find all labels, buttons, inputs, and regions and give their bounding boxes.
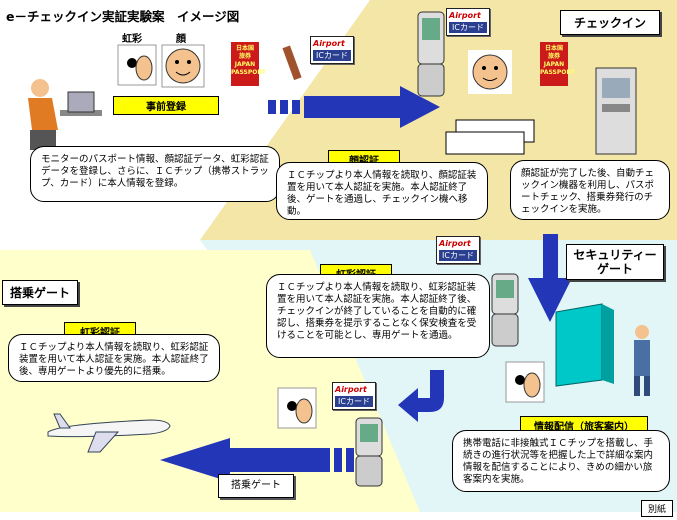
boarding-iris-bubble: ＩＣチップより本人情報を読取り、虹彩認証装置を用いて本人認証を実施。本人認証終了… <box>8 334 220 382</box>
iris-icon-boarding <box>277 387 317 429</box>
ic-card-icon-top: Airport ICカード <box>310 36 354 64</box>
airplane-illustration <box>47 413 171 453</box>
ic-card-label-2: ICカード <box>449 22 487 33</box>
flow-arrow-1 <box>268 86 440 128</box>
info-delivery-bubble: 携帯電話に非接触式ＩＣチップを搭載し、手続きの進行状況等を把握した上で詳細な案内… <box>452 430 670 492</box>
passport-japan: JAPAN <box>234 61 256 68</box>
person-at-desk-illustration <box>28 79 102 150</box>
checkin-kiosk-illustration <box>595 67 637 155</box>
passport-icon: 日本国 旅券 JAPAN PASSPORT <box>231 42 266 86</box>
flow-arrow-2 <box>528 234 572 322</box>
attachment-tag: 別紙 <box>640 500 673 517</box>
passport-country: 日本国 <box>235 45 254 52</box>
security-gate-illustration <box>555 303 614 387</box>
face-gate-illustration <box>445 119 535 155</box>
ic-card-icon-boarding: Airport ICカード <box>332 382 376 410</box>
ic-card-brand-2: Airport <box>449 11 481 20</box>
passport-title: 旅券 <box>238 53 251 60</box>
ic-card-brand-3: Airport <box>439 239 471 248</box>
security-guard-illustration <box>634 325 650 396</box>
face-icon <box>161 44 205 88</box>
face-auth-bubble: ＩＣチップより本人情報を読取り、顔認証装置を用いて本人認証を実施。本人認証終了後… <box>276 162 488 220</box>
ic-card-label-3: ICカード <box>439 250 477 261</box>
boarding-gate-box: 搭乗ゲート <box>218 474 294 498</box>
page-title: e－チェックイン実証実験案 イメージ図 <box>6 9 240 24</box>
strap-icon <box>282 45 302 81</box>
face-label: 顔 <box>176 34 186 45</box>
passport-icon-checkin: 日本国 旅券 JAPAN PASSPORT <box>540 42 575 86</box>
ic-card-label: ICカード <box>313 50 351 61</box>
ic-card-brand-4: Airport <box>335 385 367 394</box>
flow-arrow-4 <box>160 438 354 482</box>
passport-japan-checkin: JAPAN <box>543 61 565 68</box>
checkin-zone-label: チェックイン <box>560 10 660 35</box>
kiosk-bubble: 顔認証が完了した後、自動チェックイン機器を利用し、パスポートチェック、搭乗券発行… <box>510 160 670 220</box>
passport-title-checkin: 旅券 <box>547 53 560 60</box>
registration-bubble: モニターのパスポート情報、顔認証データ、虹彩認証データを登録し、さらに、ＩＣチッ… <box>30 146 280 202</box>
iris-icon-security <box>505 361 545 403</box>
ic-card-brand: Airport <box>313 39 345 48</box>
phone-icon-security <box>491 273 519 347</box>
boarding-zone-label: 搭乗ゲート <box>2 280 78 305</box>
ic-card-icon-phone: Airport ICカード <box>446 8 490 36</box>
phone-icon-boarding <box>355 417 383 487</box>
passport-word-checkin: PASSPORT <box>540 69 575 76</box>
pre-registration-button[interactable]: 事前登録 <box>113 96 219 115</box>
face-icon-checkin <box>468 50 512 94</box>
security-iris-bubble: ＩＣチップより本人情報を読取り、虹彩認証装置を用いて本人認証を実施。本人認証終了… <box>266 274 490 358</box>
flow-arrow-3 <box>398 370 444 422</box>
passport-word: PASSPORT <box>231 69 266 76</box>
ic-card-icon-security: Airport ICカード <box>436 236 480 264</box>
phone-icon-top <box>417 11 445 97</box>
iris-icon <box>117 44 157 86</box>
ic-card-label-4: ICカード <box>335 396 373 407</box>
iris-label: 虹彩 <box>122 34 142 45</box>
security-zone-label: セキュリティーゲート <box>566 244 664 280</box>
passport-country-checkin: 日本国 <box>544 45 563 52</box>
